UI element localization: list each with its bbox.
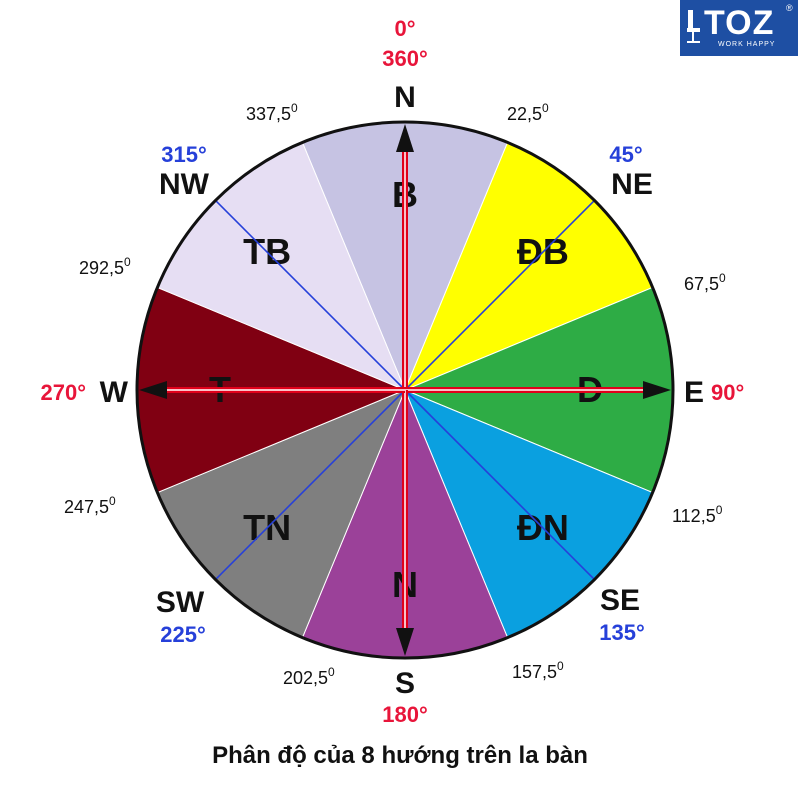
boundary-label-22-5: 22,50 xyxy=(507,101,549,124)
boundary-label-sup-247-5: 0 xyxy=(109,494,116,508)
boundary-label-202-5: 202,50 xyxy=(283,665,335,688)
cardinal-degree-e: 90° xyxy=(711,380,744,405)
logo-brand: TOZ xyxy=(704,4,775,42)
intercardinal-degree-sw: 225° xyxy=(160,622,206,647)
logo-tagline: WORK HAPPY xyxy=(718,41,776,48)
compass-rim xyxy=(135,120,675,660)
cardinal-degree-n-alt: 360° xyxy=(382,46,428,71)
boundary-label-67-5: 67,50 xyxy=(684,271,726,294)
arrow-head-n xyxy=(396,124,414,152)
arrow-head-e xyxy=(643,381,671,399)
office-chair-icon xyxy=(687,10,700,43)
boundary-label-sup-202-5: 0 xyxy=(328,665,335,679)
diagonal-line-ne xyxy=(404,199,596,391)
intercardinal-degree-se: 135° xyxy=(599,620,645,645)
boundary-label-sup-112-5: 0 xyxy=(716,503,723,517)
cardinal-letter-n: N xyxy=(394,81,416,114)
cardinal-degree-s: 180° xyxy=(382,702,428,727)
intercardinal-lines xyxy=(214,199,596,581)
boundary-label-sup-22-5: 0 xyxy=(542,101,549,115)
boundary-label-sup-292-5: 0 xyxy=(124,255,131,269)
diagonal-line-sw xyxy=(214,389,406,581)
intercardinal-letter-nw: NW xyxy=(159,168,210,201)
intercardinal-letter-ne: NE xyxy=(611,168,653,201)
cardinal-letter-e: E xyxy=(684,376,704,409)
toz-logo: TOZ ® WORK HAPPY xyxy=(680,0,798,56)
arrow-head-w xyxy=(139,381,167,399)
boundary-label-sup-67-5: 0 xyxy=(719,271,726,285)
boundary-label-247-5: 247,50 xyxy=(64,494,116,517)
intercardinal-letter-sw: SW xyxy=(156,586,205,619)
boundary-label-292-5: 292,50 xyxy=(79,255,131,278)
diagram-caption: Phân độ của 8 hướng trên la bàn xyxy=(212,742,588,769)
cardinal-letter-s: S xyxy=(395,667,415,700)
boundary-label-337-5: 337,50 xyxy=(246,101,298,124)
cardinal-degree-w: 270° xyxy=(40,380,86,405)
boundary-label-sup-337-5: 0 xyxy=(291,101,298,115)
intercardinal-degree-ne: 45° xyxy=(609,142,642,167)
cardinal-degree-n: 0° xyxy=(394,16,415,41)
intercardinal-letter-se: SE xyxy=(600,584,640,617)
arrow-head-s xyxy=(396,628,414,656)
diagonal-line-nw xyxy=(214,199,406,391)
intercardinal-degree-nw: 315° xyxy=(161,142,207,167)
boundary-label-sup-157-5: 0 xyxy=(557,659,564,673)
boundary-label-157-5: 157,50 xyxy=(512,659,564,682)
cardinal-letter-w: W xyxy=(100,376,129,409)
diagonal-line-se xyxy=(404,389,596,581)
logo-registered-mark: ® xyxy=(786,3,793,13)
boundary-label-112-5: 112,50 xyxy=(672,503,723,526)
cardinal-arrows xyxy=(139,124,671,656)
